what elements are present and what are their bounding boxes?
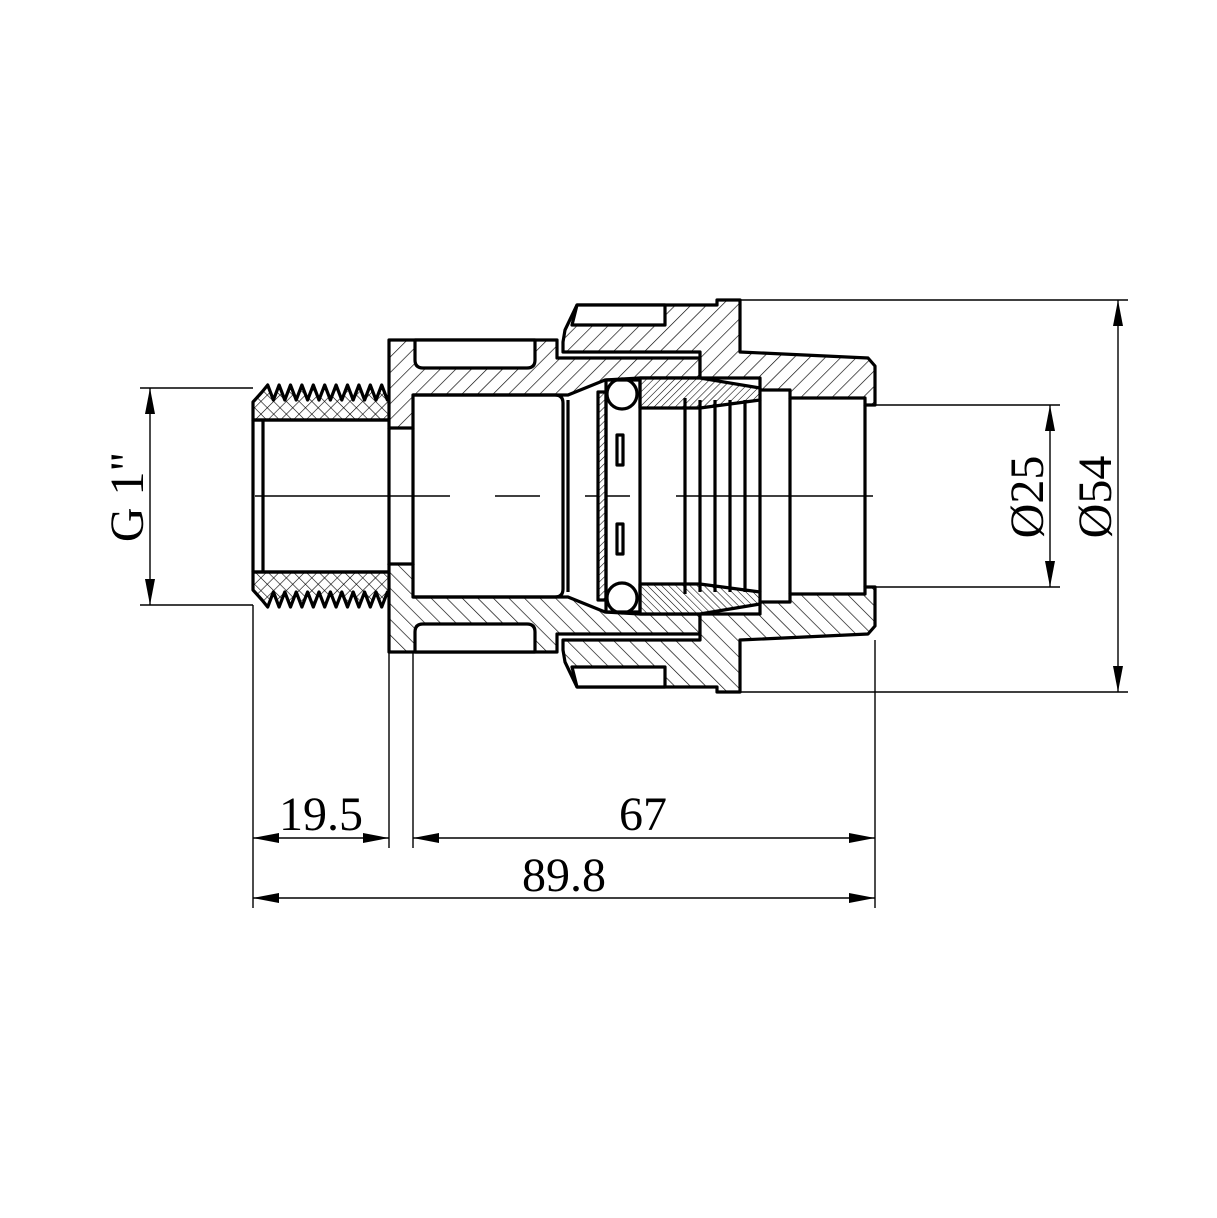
- total-length-label: 89.8: [522, 849, 606, 902]
- cage-slot: [615, 433, 625, 467]
- dimension-lines: [140, 299, 1128, 908]
- o-ring: [605, 377, 639, 411]
- thread-length-label: 19.5: [279, 788, 363, 841]
- nut-recess: [570, 303, 667, 327]
- outer-diameter-label: Ø54: [1069, 456, 1122, 539]
- body-length-label: 67: [619, 788, 667, 841]
- cage-slot: [615, 522, 625, 556]
- thread-size-label: G 1": [101, 452, 154, 542]
- inner-contours: [251, 378, 867, 614]
- male-thread: [251, 383, 392, 422]
- body-recess: [413, 338, 537, 370]
- inner-diameter-label: Ø25: [1001, 456, 1054, 539]
